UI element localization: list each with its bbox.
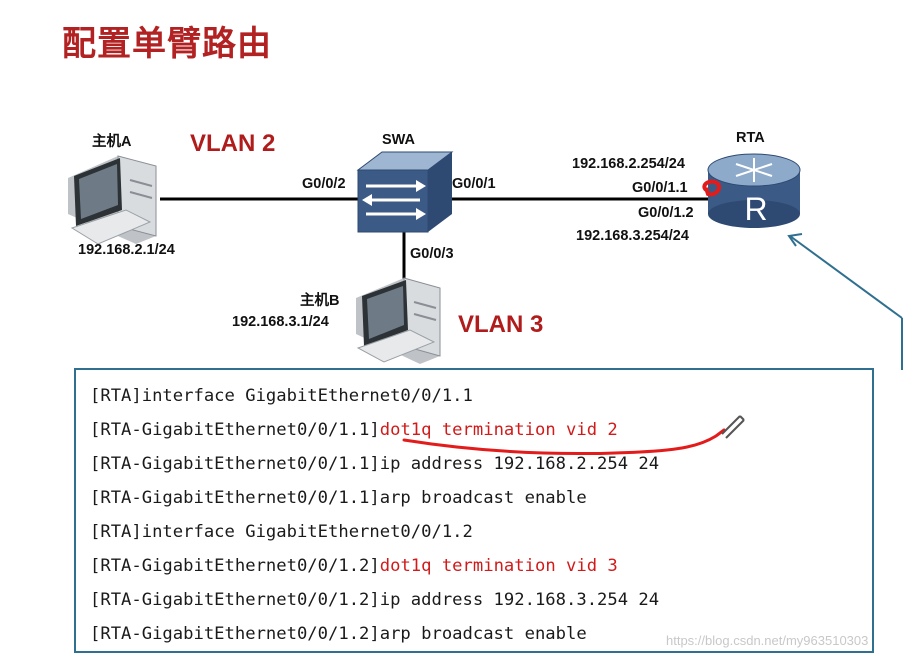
config-line: [RTA-GigabitEthernet0/0/1.1]dot1q termin…: [90, 420, 618, 440]
config-line: [RTA-GigabitEthernet0/0/1.1]arp broadcas…: [90, 488, 587, 508]
annotation-underline: [402, 428, 726, 455]
page-title: 配置单臂路由: [62, 24, 272, 64]
vlan2-label: VLAN 2: [190, 130, 276, 157]
config-line: [RTA-GigabitEthernet0/0/1.2]arp broadcas…: [90, 624, 587, 644]
host-a-ip: 192.168.2.1/24: [78, 242, 175, 258]
router-ip-vlan3: 192.168.3.254/24: [576, 228, 689, 244]
annotation-circle-mark: [702, 179, 721, 197]
computer-icon-host-a: [68, 155, 157, 245]
config-line: [RTA-GigabitEthernet0/0/1.1]ip address 1…: [90, 454, 660, 474]
config-line: [RTA]interface GigabitEthernet0/0/1.1: [90, 386, 473, 406]
router-ip-vlan2: 192.168.2.254/24: [572, 156, 685, 172]
switch-name: SWA: [382, 132, 416, 148]
switch-icon: [356, 151, 454, 233]
pen-icon: [721, 415, 745, 439]
router-name: RTA: [736, 130, 765, 146]
switch-port-g003: G0/0/3: [410, 246, 454, 262]
config-line: [RTA-GigabitEthernet0/0/1.2]dot1q termin…: [90, 556, 618, 576]
topology-diagram: R: [68, 151, 903, 370]
computer-icon-host-b: [356, 277, 441, 364]
router-letter: R: [744, 191, 767, 227]
router-subif-2: G0/0/1.2: [638, 205, 694, 221]
config-line: [RTA]interface GigabitEthernet0/0/1.2: [90, 522, 473, 542]
callout-connector: [787, 233, 903, 370]
switch-port-g002: G0/0/2: [302, 176, 346, 192]
router-icon: R: [707, 153, 801, 228]
router-subif-1: G0/0/1.1: [632, 180, 688, 196]
vlan3-label: VLAN 3: [458, 311, 544, 338]
watermark-text: https://blog.csdn.net/my963510303: [666, 633, 869, 648]
host-b-ip: 192.168.3.1/24: [232, 314, 329, 330]
switch-port-g001: G0/0/1: [452, 176, 496, 192]
config-line: [RTA-GigabitEthernet0/0/1.2]ip address 1…: [90, 590, 660, 610]
host-b-name: 主机B: [300, 293, 340, 309]
host-a-name: 主机A: [92, 134, 132, 150]
